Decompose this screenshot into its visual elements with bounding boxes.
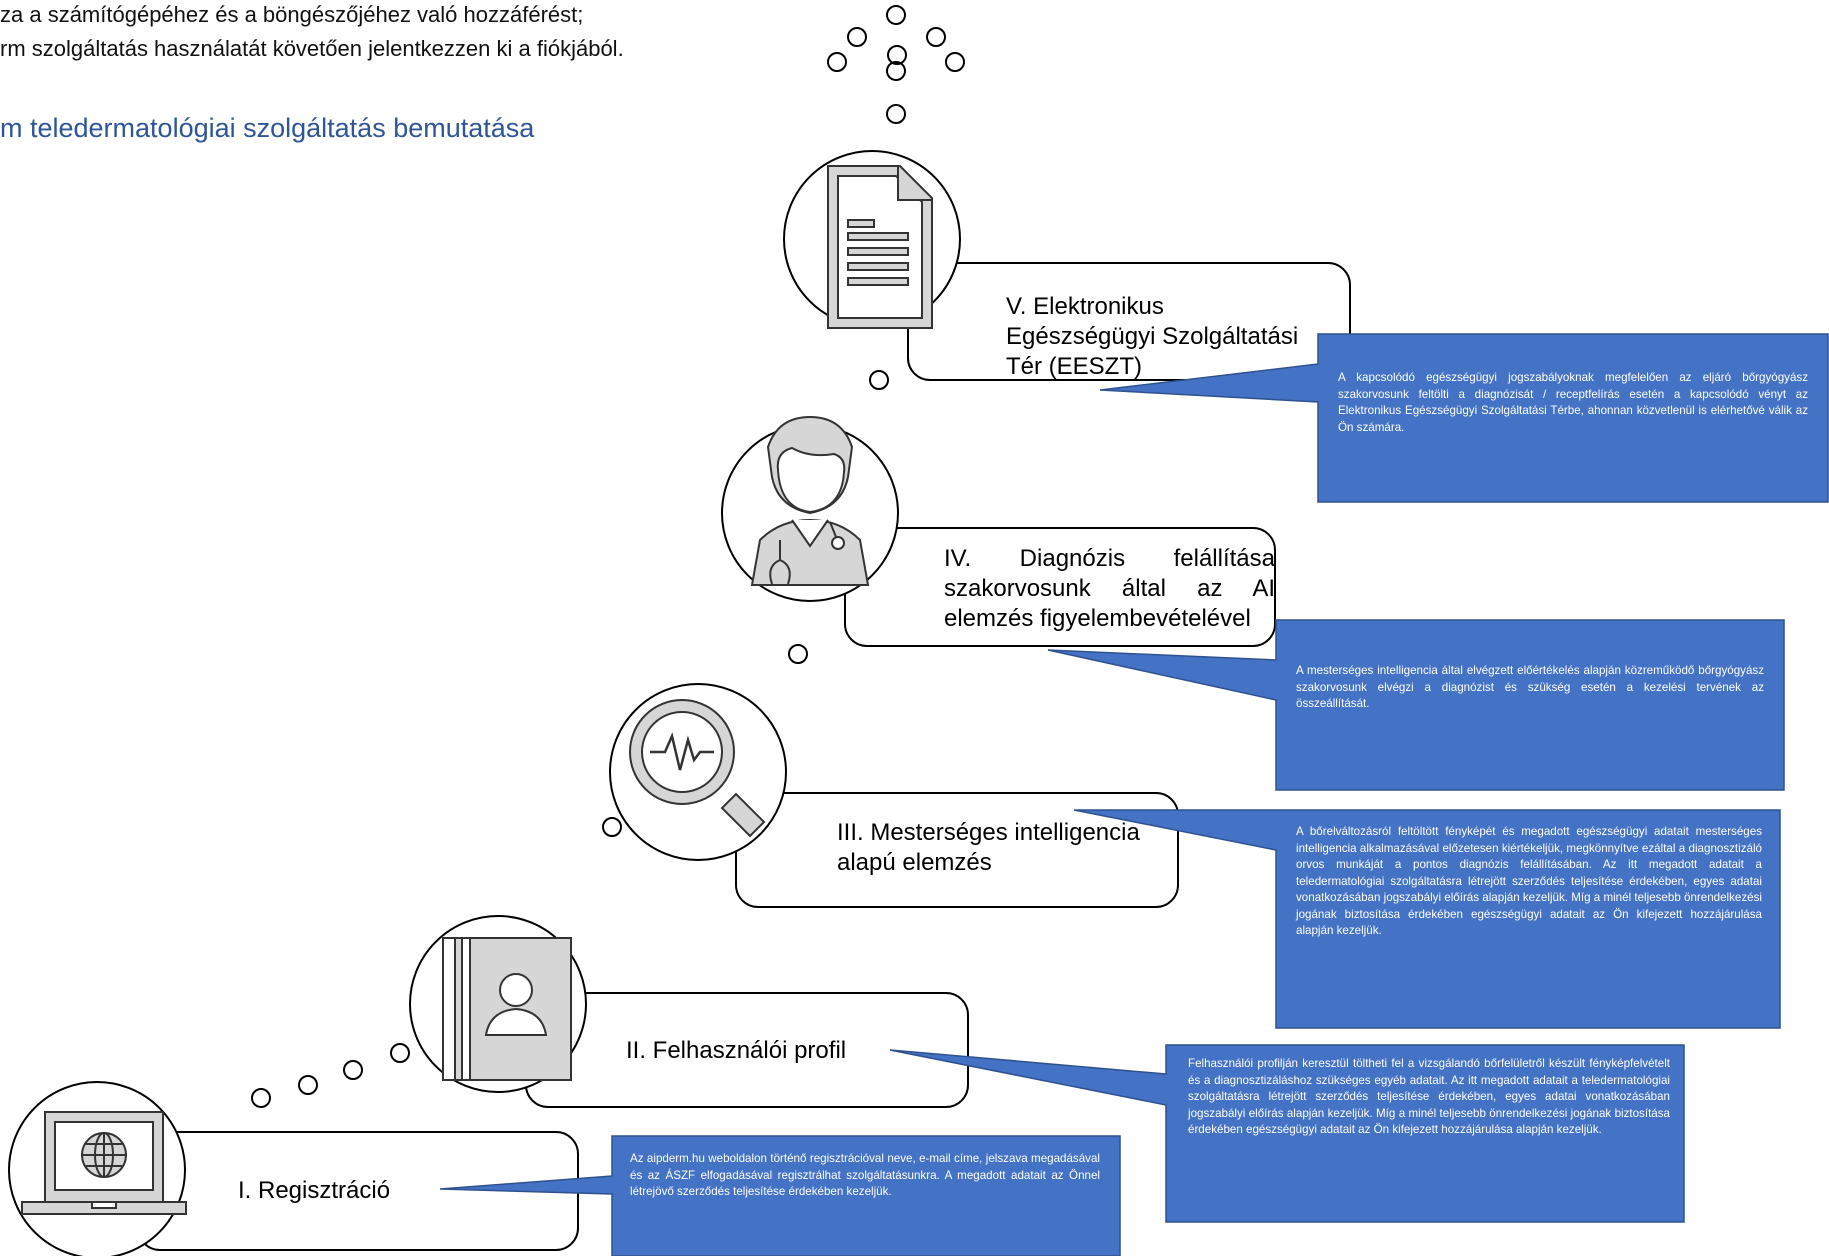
callout-4 — [1047, 619, 1785, 791]
callout-text-3: A bőrelváltozásról feltöltött fényképét … — [1296, 825, 1762, 937]
step-label-3: III. Mesterséges intelligencia alapú ele… — [837, 819, 1140, 876]
callout-text-5: A kapcsolódó egészségügyi jogszabályokna… — [1338, 371, 1808, 434]
callout-5 — [1099, 333, 1829, 503]
document-icon — [827, 165, 933, 329]
laptop-globe-icon — [21, 1111, 187, 1215]
callout-text-2: Felhasználói profilján keresztül tölthet… — [1188, 1057, 1670, 1136]
callout-2 — [889, 1044, 1685, 1223]
magnifier-pulse-icon — [629, 699, 766, 838]
callout-text-1: Az aipderm.hu weboldalon történő regiszt… — [630, 1152, 1100, 1198]
callout-text-4: A mesterséges intelligencia által elvégz… — [1296, 664, 1764, 710]
intro-line-1: za a számítógépéhez és a böngészőjéhez v… — [0, 2, 584, 27]
doctor-icon — [750, 415, 870, 586]
step-label-1: I. Regisztráció — [238, 1177, 391, 1204]
user-profile-icon — [442, 937, 572, 1081]
section-title: m teledermatológiai szolgáltatás bemutat… — [0, 113, 535, 143]
callout-1 — [439, 1135, 1121, 1256]
callout-3 — [1073, 809, 1781, 1029]
step-label-5: V. Elektronikus Egészségügyi Szolgáltatá… — [1006, 293, 1299, 380]
intro-line-2: rm szolgáltatás használatát követően jel… — [0, 36, 624, 61]
step-label-4: IV. Diagnózis felállítása szakorvosunk á… — [944, 545, 1275, 632]
step-label-2: II. Felhasználói profil — [626, 1037, 847, 1064]
